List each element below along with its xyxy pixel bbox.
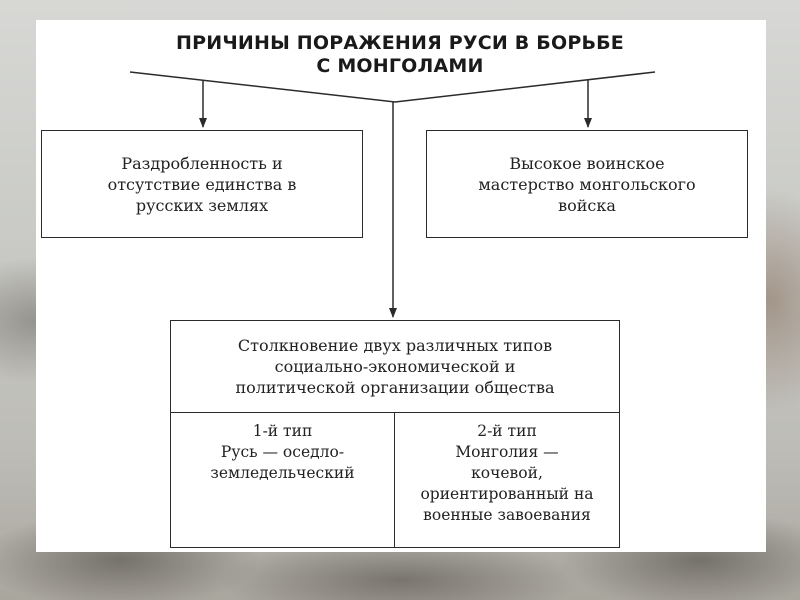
title-line: С МОНГОЛАМИ	[316, 55, 484, 77]
title-brace	[129, 71, 656, 103]
type1-line: 1-й тип	[252, 422, 313, 440]
box-text-line: мастерство монгольского	[478, 174, 696, 194]
type2-line: военные завоевания	[423, 506, 591, 524]
box-text-line: войска	[558, 195, 616, 215]
box-text-line: Раздробленность и	[121, 153, 283, 173]
cause-fragmentation-box: Раздробленность и отсутствие единства в …	[41, 130, 363, 238]
title-line: ПРИЧИНЫ ПОРАЖЕНИЯ РУСИ В БОРЬБЕ	[176, 32, 624, 54]
type2-line: ориентированный на	[420, 485, 594, 503]
type1-line: земледельческий	[210, 464, 355, 482]
type2-line: Монголия —	[455, 443, 559, 461]
box-text-line: Столкновение двух различных типов	[237, 336, 553, 355]
clash-heading: Столкновение двух различных типов социал…	[171, 321, 619, 413]
cause-military-skill-box: Высокое воинское мастерство монгольского…	[426, 130, 748, 238]
cause-clash-box: Столкновение двух различных типов социал…	[170, 320, 620, 548]
box-text-line: политической организации общества	[235, 378, 555, 397]
box-text-line: русских землях	[135, 195, 269, 215]
box-text-line: Высокое воинское	[509, 153, 665, 173]
diagram-title: ПРИЧИНЫ ПОРАЖЕНИЯ РУСИ В БОРЬБЕ С МОНГОЛ…	[120, 32, 680, 78]
type2-line: 2-й тип	[477, 422, 537, 440]
box-text-line: отсутствие единства в	[107, 174, 297, 194]
type1-line: Русь — оседло-	[220, 443, 345, 461]
box-text-line: социально-экономической и	[274, 357, 516, 376]
type1-cell: 1-й тип Русь — оседло- земледельческий	[171, 413, 395, 547]
type2-line: кочевой,	[471, 464, 543, 482]
type2-cell: 2-й тип Монголия — кочевой, ориентирован…	[395, 413, 619, 547]
